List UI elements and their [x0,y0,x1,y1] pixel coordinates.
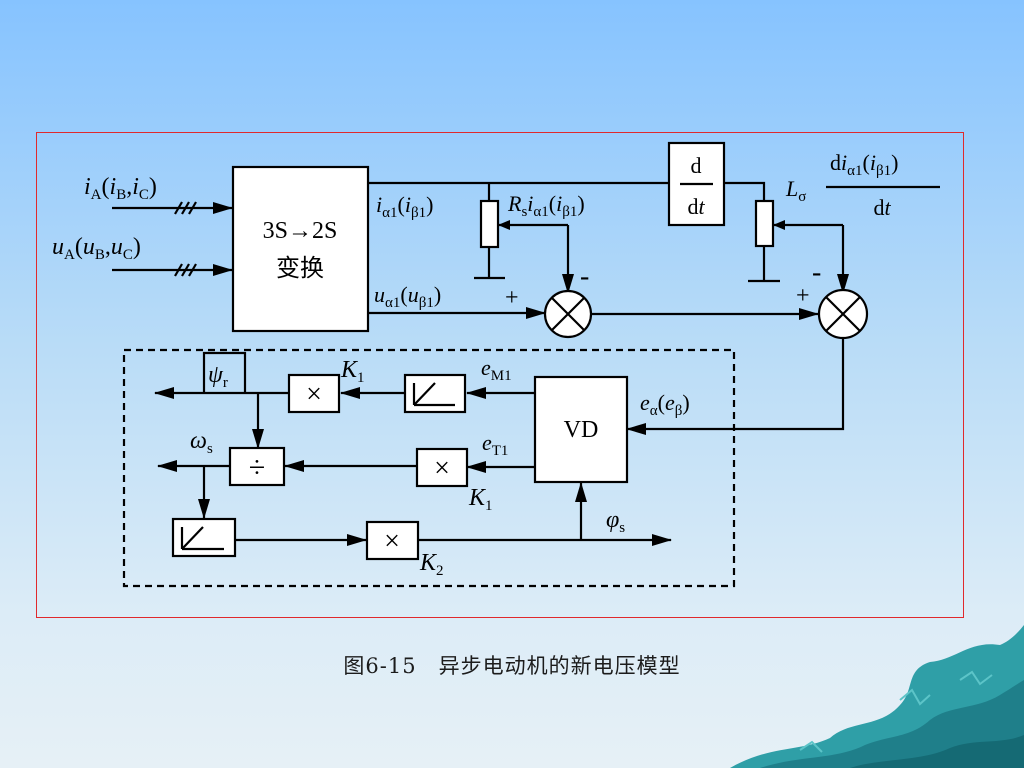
vd-block-label: VD [564,417,599,443]
psi-r-label: ψr [208,362,228,391]
i-alpha-label: iα1(iβ1) [376,192,433,221]
e-t1-label: eT1 [482,430,508,459]
multiply-symbol-top: × [306,379,322,410]
input-current-wire [112,201,233,215]
emf-wire [626,338,845,435]
omega-s-label: ωs [190,428,213,457]
l-sigma-num: diα1(iβ1) [830,150,898,179]
k1-top-label: K1 [340,357,365,386]
sign-plus-2: + [796,283,810,309]
psi-r-bracket [202,351,247,393]
k2-label: K2 [419,550,444,579]
landscape-decoration [730,625,1024,768]
rs-resistor [474,183,574,294]
transform-block [231,165,370,333]
transform-block-line1: 3S→2S [263,218,338,244]
sign-minus-2: - [812,257,821,288]
dashed-subsystem [122,348,736,588]
k1-mid-label: K1 [468,485,493,514]
u-alpha-label: uα1(uβ1) [374,282,441,311]
sign-plus-1: + [505,285,519,311]
e-alpha-label: eα(eβ) [640,390,690,419]
transform-block-line2: 变换 [276,255,324,282]
multiply-block-k2 [365,520,420,561]
multiply-block-k1-mid [415,447,469,488]
input-current-label: iA(iB,iC) [84,174,157,203]
l-sigma-label: Lσ [785,176,806,205]
integrator-block-top [403,373,467,414]
multiply-symbol-bottom: × [384,526,400,557]
l-sigma-resistor [724,181,849,294]
divide-block [228,446,286,487]
integrator-block-bottom [171,517,237,558]
sign-minus-1: - [580,261,589,292]
input-voltage-wire [112,263,233,277]
rs-i-label: Rsiα1(iβ1) [507,191,585,220]
summing-junction-1 [543,289,593,339]
figure-caption: 图6-15 异步电动机的新电压模型 [343,654,681,678]
l-sigma-den: dt [873,195,891,220]
derivative-den: dt [687,194,705,219]
multiply-symbol-mid: × [434,453,450,484]
input-voltage-label: uA(uB,uC) [52,234,141,263]
divide-symbol: ÷ [249,451,265,484]
vd-block [533,375,629,484]
diagram-frame [36,132,964,618]
e-m1-label: eM1 [481,355,512,384]
derivative-num: d [691,153,702,178]
phi-s-label: φs [606,507,625,536]
summing-junction-2 [817,288,869,340]
